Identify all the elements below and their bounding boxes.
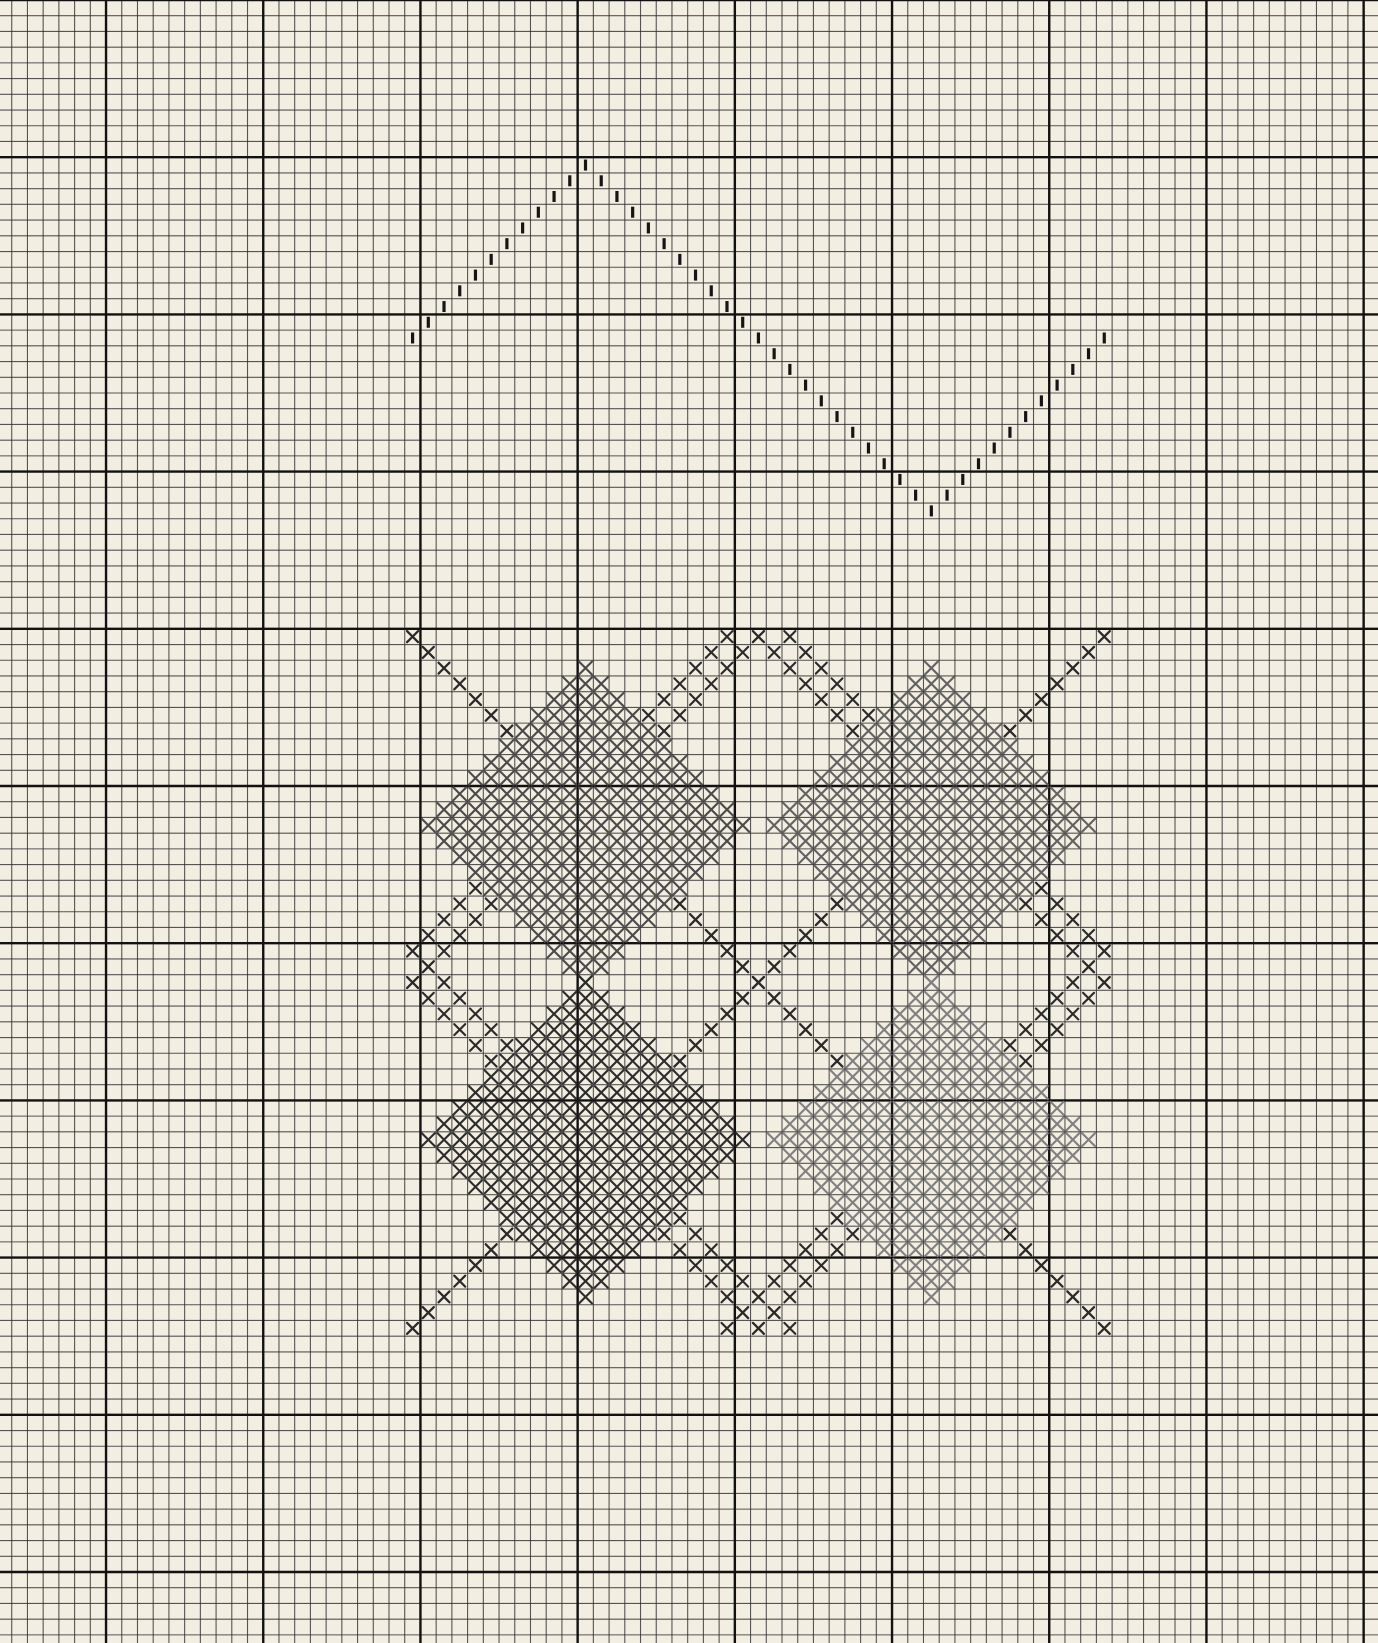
graph-paper-background bbox=[0, 0, 1378, 1643]
cross-stitch-chart bbox=[0, 0, 1378, 1643]
